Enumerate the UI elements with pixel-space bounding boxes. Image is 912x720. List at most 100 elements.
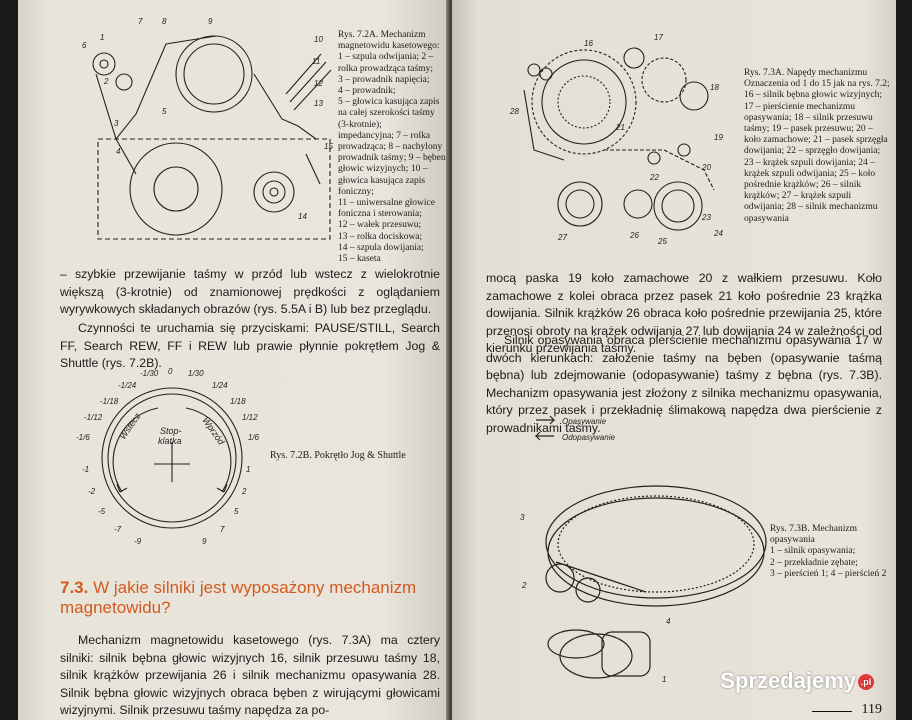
caption-item: 3 – prowadnik napięcia; [338, 74, 430, 85]
caption-item: 1 – silnik opasywania; [770, 546, 856, 557]
book-gutter [446, 0, 456, 720]
tick-left: -2 [88, 487, 96, 496]
tick-right: 1 [246, 465, 250, 474]
legend-opasywanie: Opasywanie [562, 417, 607, 426]
svg-text:11: 11 [312, 57, 320, 66]
svg-text:18: 18 [710, 83, 719, 92]
caption-item: 12 – wałek przesuwu; [338, 220, 422, 231]
svg-text:15: 15 [324, 142, 333, 151]
dial-tick-labels: 0 -1/30 -1/24 -1/18 -1/12 -1/6 -1 -2 -5 … [76, 367, 260, 546]
caption-item: impedancyjna; 7 – rolka prowadząca; 8 – … [338, 130, 446, 197]
svg-text:24: 24 [713, 229, 723, 238]
svg-text:6: 6 [82, 41, 87, 50]
tick-left: -1/18 [100, 397, 119, 406]
figure-7-3a-diagram: 16 17 18 19 20 21 22 23 24 25 26 27 28 [509, 33, 723, 246]
svg-text:17: 17 [654, 33, 663, 42]
watermark-suffix: .pl [858, 674, 874, 691]
figure-7-3a-caption: Rys. 7.3A. Napędy mechanizmu Oznaczenia … [744, 68, 890, 225]
tick-right: 9 [202, 537, 207, 546]
tick-right: 1/30 [188, 369, 204, 378]
watermark-text: Sprzedajemy [720, 668, 856, 693]
paragraph-1: – szybkie przewijanie taśmy w przód lub … [60, 267, 440, 317]
paragraph-4: mocą paska 19 koło zamachowe 20 z wałkie… [486, 271, 882, 356]
tick-left: -1/6 [76, 433, 90, 442]
svg-text:2: 2 [103, 77, 109, 86]
svg-text:9: 9 [208, 17, 213, 26]
svg-text:16: 16 [584, 39, 593, 48]
svg-text:19: 19 [714, 133, 723, 142]
section-heading: 7.3. W jakie silniki jest wyposażony mec… [60, 578, 440, 618]
caption-title: Rys. 7.3A. Napędy mechanizmu [744, 68, 868, 78]
caption-body: Oznaczenia od 1 do 15 jak na rys. 7.2; 1… [744, 79, 890, 224]
watermark: Sprzedajemy.pl [720, 668, 874, 694]
svg-text:4: 4 [116, 147, 121, 156]
svg-text:12: 12 [314, 79, 323, 88]
section-title-line-2: magnetowidu? [60, 598, 171, 617]
section-number: 7.3. [60, 578, 89, 597]
caption-title: Rys. 7.2A. Mechanizm magnetowidu kasetow… [338, 30, 440, 52]
caption-item: 15 – kaseta [338, 254, 381, 265]
figure-7-2a-caption: Rys. 7.2A. Mechanizm magnetowidu kasetow… [338, 30, 446, 265]
tick-right: 1/18 [230, 397, 246, 406]
tick-right: 1/12 [242, 413, 258, 422]
paragraph-3: Mechanizm magnetowidu kasetowego (rys. 7… [60, 633, 440, 718]
svg-text:13: 13 [314, 99, 323, 108]
caption-item: 4 – prowadnik; [338, 86, 396, 97]
tick-left: -1 [82, 465, 89, 474]
tick-right: 7 [220, 525, 225, 534]
dial-left-arc-label: Wstecz [117, 411, 142, 441]
tick-right: 2 [241, 487, 247, 496]
caption-item: 2 – przekładnie zębate; [770, 557, 858, 568]
figure-7-2b-jog-dial: 0 -1/30 -1/24 -1/18 -1/12 -1/6 -1 -2 -5 … [76, 367, 260, 546]
caption-item: 11 – uniwersalne głowice foniczna i ster… [338, 198, 435, 220]
section-title-line-1: W jakie silniki jest wyposażony mechaniz… [93, 578, 417, 597]
dial-center-label-1: Stop- [160, 426, 182, 436]
svg-text:22: 22 [649, 173, 659, 182]
tick-right: 5 [234, 507, 239, 516]
dial-center-label-2: klatka [158, 436, 182, 446]
tick-left: -5 [98, 507, 106, 516]
caption-item: 13 – rolka dociskowa; [338, 231, 423, 242]
svg-text:28: 28 [509, 107, 519, 116]
svg-text:1: 1 [662, 675, 666, 684]
svg-text:20: 20 [701, 163, 711, 172]
svg-text:27: 27 [557, 233, 567, 242]
page-number-rule [812, 711, 852, 712]
page-number: 119 [861, 702, 882, 717]
svg-text:3: 3 [520, 513, 525, 522]
tick-left: -1/30 [140, 369, 159, 378]
caption-item: 1 – szpula odwijania; 2 – rolka prowadzą… [338, 52, 434, 74]
caption-item: 5 – głowica kasująca zapis na całej szer… [338, 97, 440, 130]
tick-left: -1/24 [118, 381, 137, 390]
svg-text:25: 25 [657, 237, 667, 246]
figure-7-3b-caption: Rys. 7.3B. Mechanizm opasywania 1 – siln… [770, 524, 890, 580]
svg-text:7: 7 [138, 17, 143, 26]
svg-text:14: 14 [298, 212, 307, 221]
paragraph-5: Silnik opasywania obraca pierścienie mec… [486, 333, 882, 435]
tick-right: 1/6 [248, 433, 260, 442]
figure-7-2b-caption: Rys. 7.2B. Pokrętło Jog & Shuttle [270, 450, 406, 461]
svg-text:26: 26 [629, 231, 639, 240]
svg-text:8: 8 [162, 17, 167, 26]
paragraph-2: Czynności te uruchamia się przyciskami: … [60, 321, 440, 371]
caption-item: 14 – szpula dowijania; [338, 242, 424, 253]
tick-left: -9 [134, 537, 142, 546]
tick-zero: 0 [168, 367, 173, 376]
tick-left: -7 [114, 525, 122, 534]
figure-7-3b-diagram: Opasywanie Odopasywanie 3 2 4 1 [520, 415, 767, 684]
svg-text:5: 5 [162, 107, 167, 116]
svg-text:1: 1 [100, 33, 104, 42]
caption-item: 3 – pierścień 1; 4 – pierścień 2 [770, 568, 887, 579]
caption-title: Rys. 7.3B. Mechanizm opasywania [770, 524, 857, 546]
svg-text:3: 3 [114, 119, 119, 128]
tick-right: 1/24 [212, 381, 228, 390]
tick-left: -1/12 [84, 413, 103, 422]
svg-text:21: 21 [615, 123, 625, 132]
legend-odopasywanie: Odopasywanie [562, 433, 615, 442]
svg-text:23: 23 [701, 213, 711, 222]
svg-text:4: 4 [666, 617, 671, 626]
svg-text:10: 10 [314, 35, 323, 44]
svg-text:2: 2 [521, 581, 527, 590]
